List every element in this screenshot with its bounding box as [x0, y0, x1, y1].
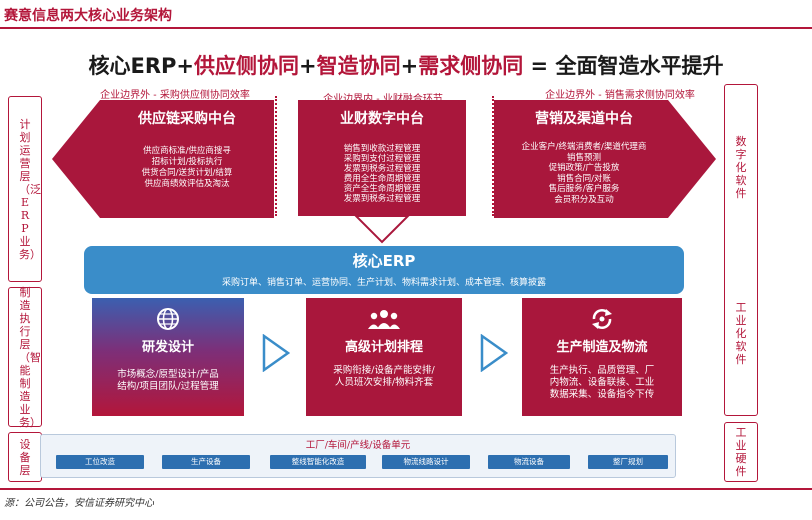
title-divider — [0, 27, 812, 29]
finance-item: 资产全生命周期管理 — [343, 184, 421, 194]
module-production-title: 生产制造及物流 — [556, 340, 648, 355]
boundary-divider-left — [275, 96, 277, 216]
finance-item: 采购到支付过程管理 — [343, 154, 421, 164]
layer-manufacturing-execution: 制造执行层（智能制造业务） — [8, 285, 42, 429]
supply-item: 供应商绩效评估及淘汰 — [144, 179, 230, 189]
module-aps-description: 采购衔接/设备产能安排/ 人员班次安排/物料齐套 — [306, 365, 462, 389]
supply-panel: 供应链采购中台 供应商标准/供应商搜寻 招标计划/投标执行 供货合同/送货计划/… — [100, 108, 274, 190]
module-aps-line: 人员班次安排/物料齐套 — [334, 377, 434, 388]
finance-item: 费用全生命周期管理 — [343, 174, 421, 184]
flow-arrow-icon — [480, 334, 508, 372]
finance-panel-shape — [298, 100, 466, 244]
equipment-chip: 整线智能化改造 — [270, 455, 366, 469]
marketing-item: 企业客户/终端消费者/渠道代理商 — [521, 142, 647, 152]
diagram-headline: 核心ERP+供应侧协同+智造协同+需求侧协同 = 全面智造水平提升 — [0, 50, 812, 80]
label-finance-boundary: 企业边界内 - 业财融合环节 — [323, 94, 443, 105]
label-sales-boundary: 企业边界外 - 销售需求侧协同效率 — [545, 90, 695, 101]
layer-industrial-hardware: 工业硬件 — [724, 422, 758, 482]
marketing-panel-title: 营销及渠道中台 — [535, 111, 633, 127]
supply-panel-list: 供应商标准/供应商搜寻 招标计划/投标执行 供货合同/送货计划/结算 供应商绩效… — [100, 146, 274, 190]
marketing-panel-shape — [494, 100, 716, 218]
marketing-item: 售后服务/客户服务 — [548, 184, 620, 194]
factory-row-label: 工厂/车间/产线/设备单元 — [305, 440, 411, 451]
equipment-chip: 工位改造 — [56, 455, 144, 469]
core-erp-title: 核心ERP — [352, 252, 416, 270]
module-production-line: 内物流、设备联接、工业 — [549, 377, 655, 388]
layer-digital-software: 数字化软件 工业化软件 — [724, 84, 758, 416]
layer-planning-operations: 计划运营层（泛ERP业务） — [8, 96, 42, 282]
marketing-panel: 营销及渠道中台 企业客户/终端消费者/渠道代理商 销售预测 促销政策/广告投放 … — [494, 108, 674, 205]
marketing-item: 销售预测 — [566, 152, 601, 163]
module-production-description: 生产执行、品质管理、厂 内物流、设备联接、工业 数据采集、设备指令下传 — [522, 365, 682, 401]
core-erp-band: 核心ERP 采购订单、销售订单、运营协同、生产计划、物料需求计划、成本管理、核算… — [84, 246, 684, 294]
finance-item: 发票到税务过程管理 — [343, 194, 421, 204]
equipment-chip: 物流线路设计 — [382, 455, 470, 469]
team-icon — [368, 310, 400, 329]
finance-item: 销售到收款过程管理 — [343, 144, 421, 154]
module-rnd-description: 市场概念/原型设计/产品 结构/项目团队/过程管理 — [92, 369, 244, 393]
module-rnd-line: 结构/项目团队/过程管理 — [117, 381, 219, 392]
layer-manufacturing-label: 制造执行层（智能制造业务） — [19, 285, 41, 429]
module-aps-line: 采购衔接/设备产能安排/ — [333, 365, 435, 376]
equipment-chip: 物流设备 — [488, 455, 570, 469]
headline-part-5: + — [400, 54, 419, 78]
headline-part-2: 供应侧协同 — [194, 54, 300, 78]
layer-equipment-label: 设备层 — [19, 437, 31, 477]
flow-arrow-icon — [262, 334, 290, 372]
module-rnd-design: 研发设计 市场概念/原型设计/产品 结构/项目团队/过程管理 — [92, 298, 244, 416]
finance-item: 发票到税务过程管理 — [343, 164, 421, 174]
globe-icon — [157, 308, 179, 330]
headline-part-1: 核心ERP+ — [88, 54, 195, 78]
headline-part-7: = 全面智造水平提升 — [523, 54, 724, 78]
source-note: 源：公司公告，安信证券研究中心 — [4, 498, 154, 509]
module-rnd-line: 市场概念/原型设计/产品 — [117, 369, 219, 380]
layer-planning-label: 计划运营层（泛ERP业务） — [19, 117, 41, 261]
module-production-line: 生产执行、品质管理、厂 — [549, 365, 655, 376]
marketing-panel-list: 企业客户/终端消费者/渠道代理商 销售预测 促销政策/广告投放 销售合同/对账 … — [494, 142, 674, 205]
marketing-item: 促销政策/广告投放 — [548, 163, 620, 173]
boundary-divider-right — [492, 96, 494, 216]
core-erp-description: 采购订单、销售订单、运营协同、生产计划、物料需求计划、成本管理、核算披露 — [221, 278, 546, 288]
supply-panel-title: 供应链采购中台 — [138, 111, 236, 127]
supply-item: 供应商标准/供应商搜寻 — [143, 146, 231, 156]
industrial-hardware-label: 工业硬件 — [735, 426, 747, 478]
footer-divider — [0, 488, 812, 490]
industrial-software-label: 工业化软件 — [735, 301, 747, 366]
module-aps-title: 高级计划排程 — [344, 340, 423, 355]
module-aps: 高级计划排程 采购衔接/设备产能安排/ 人员班次安排/物料齐套 — [306, 298, 462, 416]
finance-panel-list: 销售到收款过程管理 采购到支付过程管理 发票到税务过程管理 费用全生命周期管理 … — [298, 144, 466, 204]
supply-item: 招标计划/投标执行 — [151, 157, 223, 167]
module-production-logistics: 生产制造及物流 生产执行、品质管理、厂 内物流、设备联接、工业 数据采集、设备指… — [522, 298, 682, 416]
headline-part-4: 智造协同 — [316, 54, 401, 78]
supply-item: 供货合同/送货计划/结算 — [141, 168, 233, 178]
headline-part-3: + — [299, 54, 317, 78]
finance-panel-title: 业财数字中台 — [340, 111, 424, 127]
finance-panel: 业财数字中台 销售到收款过程管理 采购到支付过程管理 发票到税务过程管理 费用全… — [298, 108, 466, 204]
module-rnd-title: 研发设计 — [141, 340, 194, 355]
marketing-item: 会员积分及互动 — [554, 194, 614, 205]
digital-software-label: 数字化软件 — [735, 135, 747, 200]
marketing-item: 销售合同/对账 — [557, 173, 611, 184]
equipment-chip: 生产设备 — [162, 455, 250, 469]
module-production-line: 数据采集、设备指令下传 — [549, 389, 655, 400]
equipment-chip: 整厂规划 — [588, 455, 668, 469]
layer-equipment: 设备层 — [8, 432, 42, 482]
document-title: 赛意信息两大核心业务架构 — [4, 8, 172, 24]
cycle-icon — [592, 309, 612, 329]
headline-part-6: 需求侧协同 — [418, 54, 524, 78]
supply-panel-shape — [52, 100, 274, 218]
label-supply-boundary: 企业边界外 - 采购供应侧协同效率 — [100, 90, 250, 101]
